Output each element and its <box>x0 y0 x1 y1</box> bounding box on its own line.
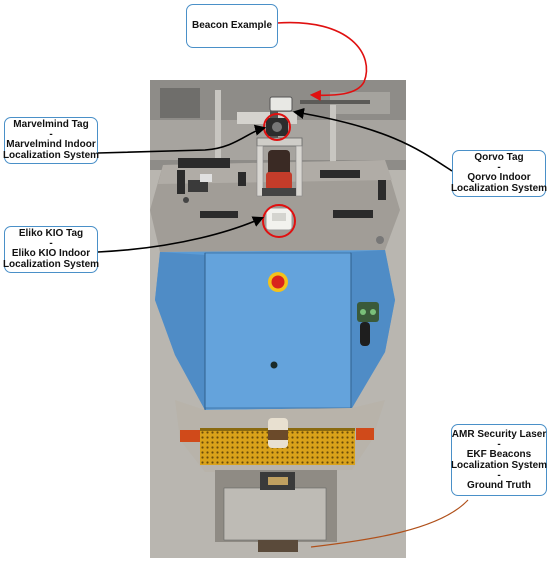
eliko-tag <box>265 207 293 231</box>
callout-line: Localization System <box>2 150 100 162</box>
callout-separator: - <box>49 237 53 249</box>
tag-stand <box>256 118 303 197</box>
callout-line: Marvelmind Tag <box>13 119 89 131</box>
callout-amr-laser: AMR Security Laser - EKF Beacons Localiz… <box>451 424 547 496</box>
callout-separator: - <box>497 161 501 173</box>
callout-line: Localization System <box>450 183 548 195</box>
callout-line: Qorvo Indoor <box>467 171 531 183</box>
callout-line: EKF Beacons <box>466 448 532 460</box>
qorvo-arrow <box>292 107 453 172</box>
callout-marvelmind: Marvelmind Tag - Marvelmind Indoor Local… <box>2 117 100 164</box>
callout-line: AMR Security Laser <box>451 429 547 440</box>
callout-line: Marvelmind Indoor <box>6 138 96 150</box>
callout-qorvo: Qorvo Tag - Qorvo Indoor Localization Sy… <box>450 150 548 197</box>
callout-separator: - <box>497 438 501 450</box>
eliko-arrow <box>97 216 265 253</box>
robot-lower-body <box>175 400 385 472</box>
callout-line: Eliko KIO Indoor <box>11 247 91 259</box>
callout-line: Qorvo Tag <box>474 152 524 164</box>
laser-line <box>310 499 469 548</box>
callout-separator: - <box>49 128 53 140</box>
callout-line: Beacon Example <box>191 20 273 32</box>
marvelmind-arrow <box>97 124 267 154</box>
beacon-arrow <box>276 21 368 101</box>
robot-base <box>215 470 337 552</box>
callout-separator: - <box>497 469 501 481</box>
robot-blue-body <box>155 250 395 410</box>
callout-eliko: Eliko KIO Tag - Eliko KIO Indoor Localiz… <box>2 226 100 273</box>
callout-beacon-example: Beacon Example <box>186 4 278 48</box>
callout-line: Ground Truth <box>467 479 531 491</box>
callout-line: Eliko KIO Tag <box>18 228 84 240</box>
callout-line: Localization System <box>450 460 548 471</box>
callout-line: Localization System <box>2 259 100 271</box>
